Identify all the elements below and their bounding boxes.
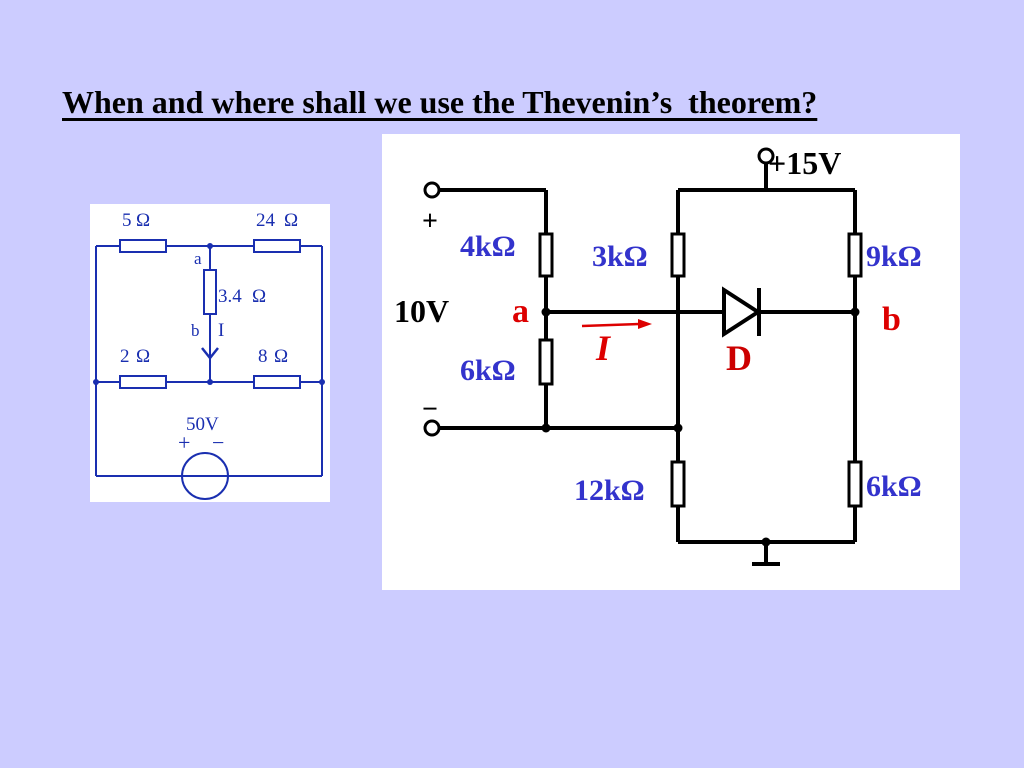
current-arrow-icon: [581, 319, 652, 329]
right-circuit-panel: +15V + 10V − 4kΩ 6kΩ 3kΩ 12kΩ 9kΩ 6kΩ a …: [382, 134, 960, 590]
resistor-12k: [670, 460, 686, 508]
junction-dot: [93, 379, 99, 385]
resistor-3-4-ohm: [203, 269, 217, 315]
diode-icon: [722, 286, 762, 338]
junction-dot: [541, 307, 551, 317]
left-circuit-diagram: 5 Ω 24 Ω a 3.4 Ω b I 2 Ω 8 Ω 50V + −: [93, 210, 325, 500]
omega-symbol: Ω: [136, 346, 150, 367]
r5-label: 9kΩ: [866, 240, 922, 273]
right-circuit-wires: [436, 162, 857, 566]
label-24: 24: [256, 210, 276, 231]
input-terminal-bottom: [423, 419, 441, 437]
left-junction-dots: [93, 243, 325, 385]
resistor-2-ohm: [119, 375, 167, 389]
label-8: 8: [258, 346, 268, 367]
resistor-24-ohm: [253, 239, 301, 253]
node-b-label: b: [882, 301, 901, 338]
input-terminal-top: [423, 181, 441, 199]
resistor-6k-left: [538, 338, 554, 386]
resistor-6k-right: [847, 460, 863, 508]
diode-d-label: D: [726, 338, 752, 378]
left-circuit-resistors: [119, 239, 301, 389]
junction-dot: [207, 379, 213, 385]
right-circuit-resistors: [538, 232, 863, 508]
left-circuit-wires: [95, 245, 323, 477]
junction-dot: [207, 243, 213, 249]
junction-dot: [761, 537, 771, 547]
r2-label: 6kΩ: [460, 354, 516, 387]
slide-title: When and where shall we use the Thevenin…: [62, 84, 818, 120]
node-a-label: a: [194, 249, 202, 268]
supply-terminal: [757, 147, 775, 165]
input-voltage-label: 10V: [394, 293, 449, 329]
input-plus-label: +: [422, 206, 438, 237]
source-plus-label: +: [178, 430, 190, 455]
source-50v-label: 50V: [186, 414, 219, 435]
input-minus-label: −: [422, 394, 438, 425]
omega-symbol: Ω: [274, 346, 288, 367]
right-circuit-diagram: +15V + 10V − 4kΩ 6kΩ 3kΩ 12kΩ 9kΩ 6kΩ a …: [394, 145, 922, 566]
r6-label: 6kΩ: [866, 470, 922, 503]
label-5: 5: [122, 210, 132, 231]
supply-label: +15V: [768, 145, 841, 181]
r4-label: 12kΩ: [574, 474, 645, 507]
node-b-label: b: [191, 321, 200, 340]
label-3-4: 3.4: [218, 286, 242, 307]
r3-label: 3kΩ: [592, 240, 648, 273]
right-terminals: [423, 147, 775, 437]
source-minus-label: −: [212, 430, 224, 455]
junction-dot: [319, 379, 325, 385]
label-2: 2: [120, 346, 130, 367]
omega-symbol: Ω: [136, 210, 150, 231]
current-i-label: I: [218, 320, 224, 341]
omega-symbol: Ω: [252, 286, 266, 307]
resistor-8-ohm: [253, 375, 301, 389]
node-a-label: a: [512, 293, 529, 330]
r1-label: 4kΩ: [460, 230, 516, 263]
junction-dot: [541, 423, 551, 433]
resistor-4k: [538, 232, 554, 278]
current-i-label: I: [595, 328, 612, 368]
resistor-3k: [670, 232, 686, 278]
junction-dot: [673, 423, 683, 433]
resistor-9k: [847, 232, 863, 278]
left-circuit-panel: 5 Ω 24 Ω a 3.4 Ω b I 2 Ω 8 Ω 50V + −: [90, 204, 330, 502]
omega-symbol: Ω: [284, 210, 298, 231]
right-junction-dots: [541, 307, 860, 547]
current-arrow-icon: [201, 347, 219, 361]
junction-dot: [850, 307, 860, 317]
resistor-5-ohm: [119, 239, 167, 253]
